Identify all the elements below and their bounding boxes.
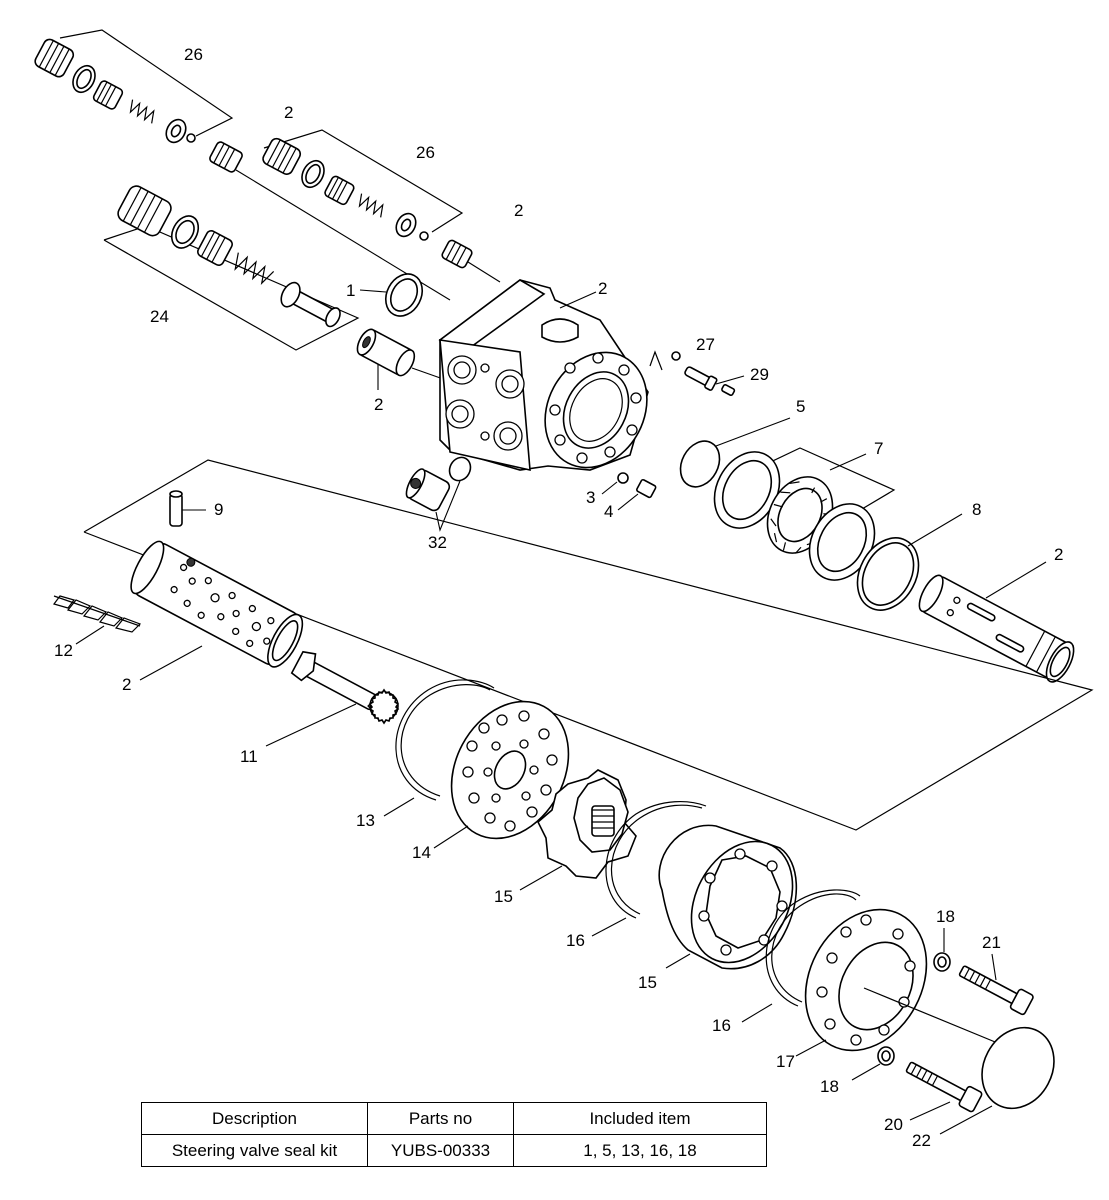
callout-13: 13 bbox=[356, 811, 375, 830]
relief-valve-assembly-middle bbox=[262, 129, 464, 241]
callout-2-right-sleeve: 2 bbox=[1054, 545, 1063, 564]
callout-3: 3 bbox=[586, 488, 595, 507]
plug-32 bbox=[405, 456, 472, 532]
snap-ring-8 bbox=[856, 513, 963, 611]
callout-2-sleeve: 2 bbox=[374, 395, 383, 414]
ball-and-plug bbox=[601, 472, 657, 511]
o-ring-16-lower bbox=[741, 889, 861, 1023]
callout-16-lower: 16 bbox=[712, 1016, 731, 1035]
o-ring-16-upper bbox=[591, 800, 707, 937]
callout-27: 27 bbox=[696, 335, 715, 354]
cell-description: Steering valve seal kit bbox=[141, 1134, 368, 1167]
callout-26-middle: 26 bbox=[416, 143, 435, 162]
callout-2-middle: 2 bbox=[514, 201, 523, 220]
callout-21: 21 bbox=[982, 933, 1001, 952]
callout-22: 22 bbox=[912, 1131, 931, 1150]
drive-shaft-11 bbox=[265, 650, 400, 747]
cover-22 bbox=[863, 987, 1055, 1135]
callout-16-upper: 16 bbox=[566, 931, 585, 950]
callout-17: 17 bbox=[776, 1052, 795, 1071]
sleeve-left bbox=[356, 328, 447, 390]
distributor-plate-14 bbox=[433, 700, 570, 849]
callout-24: 24 bbox=[150, 307, 169, 326]
end-cap-17 bbox=[795, 908, 928, 1057]
pin-9 bbox=[169, 490, 206, 527]
bolt-20 bbox=[905, 1061, 983, 1121]
centering-springs-12 bbox=[52, 595, 142, 645]
callout-2-housing: 2 bbox=[598, 279, 607, 298]
valve-assembly-24 bbox=[103, 185, 360, 351]
header-parts-no: Parts no bbox=[367, 1102, 514, 1135]
callout-2-spool: 2 bbox=[122, 675, 131, 694]
check-ball-pin bbox=[649, 350, 745, 397]
seal-ring-1 bbox=[359, 273, 424, 317]
callout-26-top: 26 bbox=[184, 45, 203, 64]
retaining-ring-13 bbox=[383, 679, 495, 817]
callout-5: 5 bbox=[796, 397, 805, 416]
callout-12: 12 bbox=[54, 641, 73, 660]
callout-4: 4 bbox=[604, 502, 613, 521]
o-ring-5 bbox=[679, 417, 791, 488]
seal-kit-table: Description Parts no Included item Steer… bbox=[141, 1102, 767, 1167]
spool-valve bbox=[130, 540, 304, 681]
gerotor-stator-15 bbox=[658, 824, 798, 970]
table-row: Steering valve seal kit YUBS-00333 1, 5,… bbox=[141, 1134, 767, 1167]
washer-18-upper bbox=[933, 928, 951, 972]
callout-2-upper: 2 bbox=[284, 103, 293, 122]
cell-parts-no: YUBS-00333 bbox=[367, 1134, 514, 1167]
washer-18-lower bbox=[851, 1046, 895, 1081]
callout-11: 11 bbox=[240, 747, 258, 766]
callout-8: 8 bbox=[972, 500, 981, 519]
callout-29: 29 bbox=[750, 365, 769, 384]
callout-18-upper: 18 bbox=[936, 907, 955, 926]
cell-included-item: 1, 5, 13, 16, 18 bbox=[513, 1134, 767, 1167]
sleeve-right bbox=[918, 561, 1075, 683]
callout-20: 20 bbox=[884, 1115, 903, 1134]
callout-18-lower: 18 bbox=[820, 1077, 839, 1096]
relief-valve-assembly-upper bbox=[34, 29, 234, 144]
bearing-assembly-7 bbox=[713, 447, 896, 581]
callout-14: 14 bbox=[412, 843, 431, 862]
header-included-item: Included item bbox=[513, 1102, 767, 1135]
bolt-21 bbox=[958, 953, 1034, 1016]
header-description: Description bbox=[141, 1102, 368, 1135]
callout-15-rotor: 15 bbox=[494, 887, 513, 906]
callout-9: 9 bbox=[214, 500, 223, 519]
plug-middle bbox=[441, 239, 501, 283]
valve-housing bbox=[438, 279, 649, 472]
callout-7: 7 bbox=[874, 439, 883, 458]
callout-15-stator: 15 bbox=[638, 973, 657, 992]
callout-32: 32 bbox=[428, 533, 447, 552]
callout-labels: 26 2 26 2 1 2 24 27 29 2 5 7 3 8 9 4 32 … bbox=[54, 45, 1063, 1150]
callout-1: 1 bbox=[346, 281, 355, 300]
gerotor-rotor-15 bbox=[519, 769, 637, 891]
table-header-row: Description Parts no Included item bbox=[141, 1102, 767, 1135]
